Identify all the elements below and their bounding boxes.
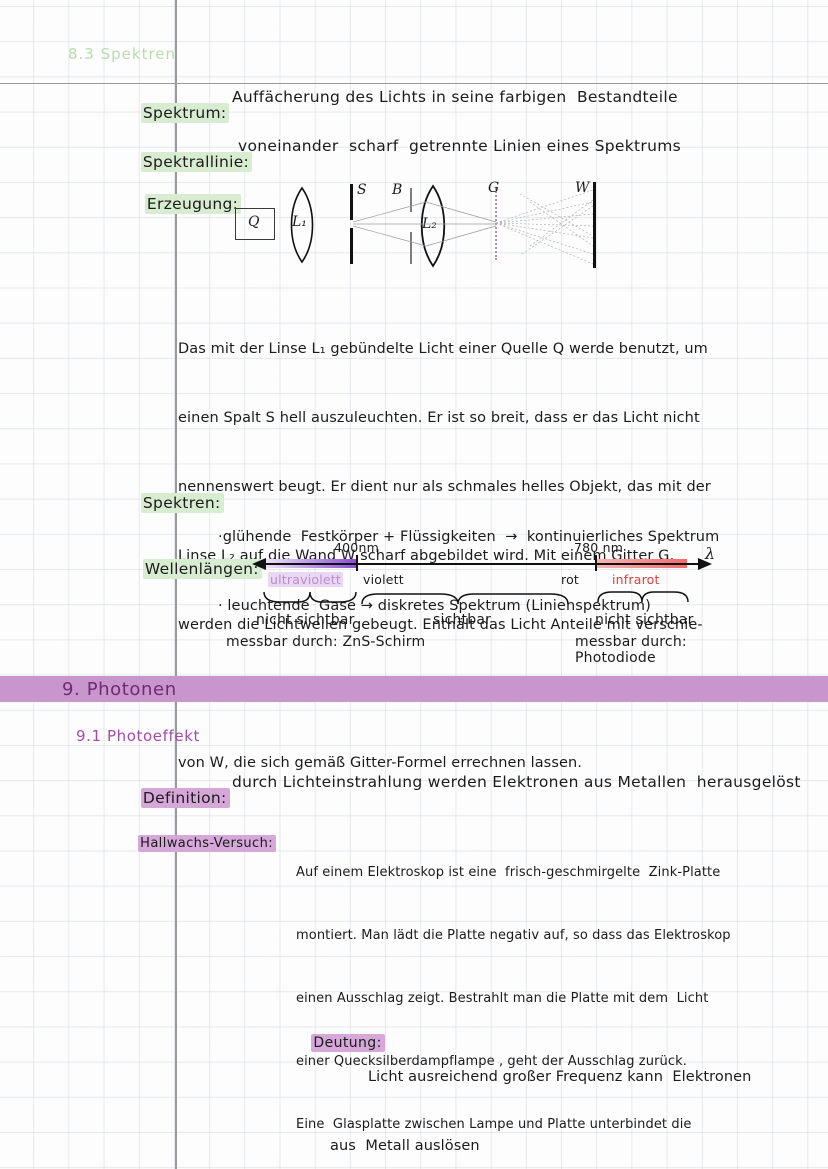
slit-bar-bottom — [350, 228, 353, 264]
margin-rule — [175, 0, 177, 1169]
section-title-photonen: 9. Photonen — [62, 679, 177, 700]
hallwachs-term: Hallwachs-Versuch: — [138, 835, 276, 852]
measure-label-photodiode: messbar durch: Photodiode — [575, 634, 687, 666]
definition-erzeugung-term: Erzeugung: — [144, 193, 242, 214]
deutung-line: aus Metall auslösen — [330, 1138, 480, 1154]
lens-l2-icon — [420, 184, 446, 268]
measure-label-zns: messbar durch: ZnS-Schirm — [226, 634, 426, 650]
region-label-violett: violett — [363, 572, 404, 587]
spektren-bullets: ·glühende Festkörper + Flüssigkeiten → k… — [218, 480, 719, 664]
wellenlaengen-block: Wellenlängen: — [122, 546, 262, 593]
deutung-line: Licht ausreichend großer Frequenz kann E… — [368, 1069, 752, 1085]
spektren-bullet: ·glühende Festkörper + Flüssigkeiten → k… — [218, 529, 720, 545]
deutung-block: Deutung: — [292, 1022, 385, 1064]
region-label-infrarot: infrarot — [612, 572, 660, 587]
label-g: G — [488, 180, 500, 196]
photoeffekt-definition-term: Definition: — [140, 787, 230, 808]
hallwachs-line: Auf einem Elektroskop ist eine frisch-ge… — [296, 865, 721, 880]
tick-label-780nm: 780 nm — [574, 540, 624, 555]
hallwachs-line: einer Quecksilberdampflampe , geht der A… — [296, 1054, 687, 1069]
spectrum-axis — [252, 558, 712, 570]
tick-780nm — [595, 555, 597, 571]
brace-label-nicht-sichtbar-left: nicht sichtbar — [256, 612, 355, 628]
chapter-title: 8.3 Spektren — [68, 45, 177, 63]
spektren-bullet: · leuchtende Gase → diskretes Spektrum (… — [218, 598, 651, 614]
paragraph-line: nennenswert beugt. Er dient nur als schm… — [178, 479, 711, 495]
lambda-symbol: λ — [705, 544, 716, 563]
hallwachs-paragraph: Auf einem Elektroskop ist eine frisch-ge… — [296, 820, 733, 1169]
definition-spektrallinie-term: Spektrallinie: — [140, 151, 253, 172]
optics-diagram: Q L₁ S B L₂ G W — [230, 176, 610, 276]
wall-bar-w — [593, 182, 596, 268]
deutung-paragraph: Licht ausreichend großer Frequenz kann E… — [330, 1020, 752, 1169]
section-band — [0, 676, 828, 702]
brace-label-nicht-sichtbar-right: nicht sichtbar — [595, 612, 694, 628]
hallwachs-block: Hallwachs-Versuch: — [120, 824, 276, 863]
slit-bar-top — [350, 184, 353, 220]
label-w: W — [575, 180, 590, 196]
brace-label-sichtbar: sichtbar — [433, 612, 492, 628]
header-rule — [0, 83, 828, 84]
definition-spektrum-term: Spektrum: — [140, 102, 230, 123]
definition-spektrallinie-text: voneinander scharf getrennte Linien eine… — [238, 137, 681, 155]
definition-spektrum: Spektrum: — [120, 90, 230, 137]
definition-spektrallinie: Spektrallinie: — [120, 139, 253, 186]
label-l1: L₁ — [292, 214, 307, 230]
source-box-q — [235, 208, 275, 240]
label-b: B — [392, 182, 403, 198]
tick-400nm — [356, 555, 358, 571]
aperture-bar-bottom — [410, 232, 412, 264]
tick-label-400nm: 400nm — [334, 540, 379, 555]
photoeffekt-definition-text: durch Lichteinstrahlung werden Elektrone… — [232, 773, 801, 791]
aperture-bar-top — [410, 188, 412, 212]
spektren-term: Spektren: — [140, 492, 224, 513]
paragraph-line: von W, die sich gemäß Gitter-Formel erre… — [178, 755, 583, 771]
region-label-rot: rot — [561, 572, 580, 587]
paragraph-line: Das mit der Linse L₁ gebündelte Licht ei… — [178, 341, 708, 357]
deutung-term: Deutung: — [311, 1034, 385, 1052]
spektren-block: Spektren: — [120, 480, 224, 527]
definition-erzeugung: Erzeugung: — [124, 181, 242, 228]
spectrum-braces — [263, 591, 689, 605]
hallwachs-line: einen Ausschlag zeigt. Bestrahlt man die… — [296, 991, 709, 1006]
label-s: S — [357, 182, 367, 198]
paragraph-line: werden die Lichtwellen gebeugt. Enthält … — [178, 617, 703, 633]
spectrum-diagram: 400nm 780 nm λ ultraviolett violett rot … — [226, 538, 720, 666]
photoeffekt-definition: Definition: — [120, 775, 230, 822]
hallwachs-line: Eine Glasplatte zwischen Lampe und Platt… — [296, 1117, 692, 1132]
label-q: Q — [248, 214, 260, 230]
lens-l1-icon — [290, 186, 314, 264]
wellenlaengen-term: Wellenlängen: — [142, 558, 262, 579]
subsection-title-photoeffekt: 9.1 Photoeffekt — [76, 727, 200, 745]
definition-spektrum-text: Auffächerung des Lichts in seine farbige… — [232, 88, 678, 106]
region-label-ultraviolett: ultraviolett — [268, 572, 343, 587]
light-rays — [352, 189, 594, 265]
paragraph-line: einen Spalt S hell auszuleuchten. Er ist… — [178, 410, 700, 426]
hallwachs-line: montiert. Man lädt die Platte negativ au… — [296, 928, 731, 943]
